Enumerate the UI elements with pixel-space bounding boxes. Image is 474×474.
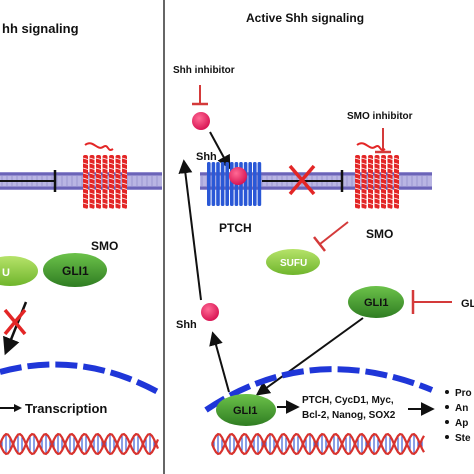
shh-autocrine-arrow <box>178 159 202 301</box>
left-gli1-protein: GLI1 <box>43 253 107 287</box>
shh-bound-ligand <box>229 167 247 185</box>
smo-inhibitor-bar <box>375 128 391 154</box>
shh-ligand-top <box>192 112 210 130</box>
right-dna-helix <box>210 432 425 456</box>
shh-inhibitor-label: Shh inhibitor <box>173 65 235 76</box>
target-genes-line2: Bcl-2, Nanog, SOX2 <box>302 410 396 421</box>
right-nuclear-envelope <box>204 366 434 413</box>
right-smo-label: SMO <box>366 227 393 241</box>
gli1-nuclear-protein: GLI1 <box>216 394 276 426</box>
left-smo-label: SMO <box>91 239 118 253</box>
gli1-nuclear-label: GLI1 <box>233 405 257 417</box>
left-sufu-label: U <box>2 267 10 279</box>
gli1-nuclear-arrow <box>255 317 364 396</box>
left-gli1-label: GLI1 <box>62 264 89 278</box>
target-genes-line1: PTCH, CycD1, Myc, <box>302 395 394 406</box>
outcome-list: Pro An Ap Ste <box>445 388 472 444</box>
smo-inhibitor-label: SMO inhibitor <box>347 111 413 122</box>
outcome-item: Ap <box>455 418 468 429</box>
outcome-item: Ste <box>455 433 471 444</box>
shh-inhibitor-bar <box>192 85 208 106</box>
smo-sufu-inhibition <box>313 221 349 252</box>
left-nuclear-envelope <box>0 361 160 395</box>
left-cross-icon <box>3 308 27 336</box>
ptch-smo-cross-icon <box>288 164 316 196</box>
left-panel-title: hh signaling <box>2 21 79 36</box>
right-panel-title: Active Shh signaling <box>246 11 364 25</box>
left-inhibition-bar <box>0 170 57 192</box>
right-smo-receptor <box>354 142 400 210</box>
sufu-label: SUFU <box>280 258 307 269</box>
left-dna-helix <box>0 432 160 456</box>
shh-secretion-arrow <box>209 331 230 393</box>
sufu-protein: SUFU <box>266 249 320 275</box>
left-sufu-partial: U <box>0 256 38 286</box>
gli1-cyto-label: GLI1 <box>364 297 388 309</box>
gli1-cyto-protein: GLI1 <box>348 286 404 318</box>
left-smo-receptor <box>82 142 128 210</box>
shh-released-ligand <box>201 303 219 321</box>
ptch-label: PTCH <box>219 221 252 235</box>
gli-inhibitor-partial-label: GL <box>461 298 474 310</box>
gli-inhibitor-bar <box>411 290 452 314</box>
outcome-item: Pro <box>455 388 472 399</box>
left-transcription: Transcription <box>0 401 107 416</box>
left-transcription-label: Transcription <box>25 401 107 416</box>
shh-binding-arrow <box>209 131 231 170</box>
shh-top-label: Shh <box>196 151 217 163</box>
outcome-item: An <box>455 403 468 414</box>
shh-released-label: Shh <box>176 319 197 331</box>
